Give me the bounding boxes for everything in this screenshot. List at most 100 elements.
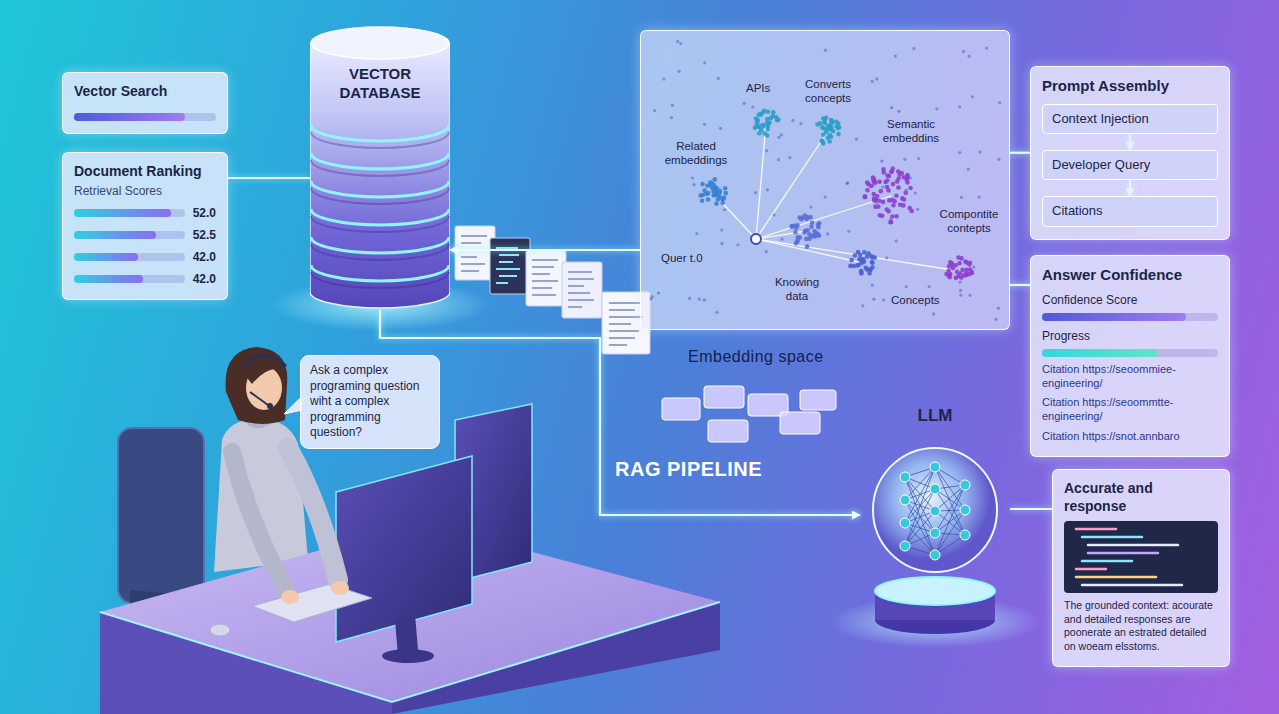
embedding-scatter [886, 188, 891, 193]
embedding-scatter [887, 174, 892, 179]
embedding-scatter [870, 265, 875, 270]
cluster-label: Knowing data [766, 275, 828, 304]
embedding-scatter [856, 263, 861, 268]
embedding-scatter [875, 77, 878, 80]
embedding-scatter [969, 270, 974, 275]
embedding-scatter [751, 105, 754, 108]
embedding-scatter [905, 173, 910, 178]
developer-arms [331, 581, 349, 595]
score-bar-track [74, 209, 185, 217]
embedding-scatter [908, 186, 913, 191]
embedding-scatter [717, 190, 722, 195]
embedding-scatter [892, 199, 897, 204]
data-cards [704, 386, 744, 408]
embedding-scatter [871, 80, 874, 83]
llm-sphere-art [900, 541, 910, 551]
embedding-scatter [830, 121, 835, 126]
embedding-scatter [985, 46, 988, 49]
embedding-scatter [827, 139, 832, 144]
embedding-scatter [824, 115, 829, 120]
embedding-scatter [657, 291, 660, 294]
embedding-scatter [870, 260, 875, 265]
embedding-scatter [695, 232, 698, 235]
score-bar-fill [74, 209, 171, 217]
embedding-scatter [878, 213, 883, 218]
code-lines [1082, 560, 1132, 563]
citation-link: Citation https://seoommtte-engineering/ [1042, 396, 1218, 424]
embedding-scatter [865, 254, 870, 259]
document-stack [526, 250, 566, 306]
embedding-scatter [855, 138, 858, 141]
embedding-scatter [958, 281, 961, 284]
embedding-scatter [809, 205, 812, 208]
developer-figure [250, 392, 268, 405]
embedding-scatter [872, 298, 875, 301]
prompt-step: Context Injection [1042, 104, 1218, 134]
embedding-scatter [802, 230, 807, 235]
metric-label: Confidence Score [1042, 293, 1218, 308]
embedding-scatter [834, 124, 839, 129]
data-cards [662, 398, 700, 420]
panel-title: Answer Confidence [1042, 266, 1218, 285]
embedding-scatter [910, 209, 915, 214]
developer-arms [281, 590, 299, 604]
developer-arms [288, 448, 338, 580]
document-stack [461, 236, 487, 271]
embedding-scatter [757, 131, 762, 136]
embedding-scatter [862, 250, 867, 255]
embedding-scatter [894, 194, 899, 199]
embedding-scatter [903, 158, 906, 161]
embedding-scatter [703, 123, 706, 126]
document-stack [455, 226, 495, 280]
cluster-label: Semantic embeddins [866, 117, 956, 146]
data-cards [780, 412, 820, 434]
embedding-scatter [896, 185, 901, 190]
embedding-scatter [958, 271, 963, 276]
embedding-scatter [901, 203, 906, 208]
embedding-scatter [905, 180, 910, 185]
embedding-scatter [877, 198, 882, 203]
embedding-scatter [948, 275, 953, 280]
search-panel: Vector Search [62, 72, 228, 134]
embedding-panel: APIsConverts conceptsRelated embeddingsS… [640, 30, 1010, 330]
embedding-scatter [719, 127, 722, 130]
embedding-scatter [756, 196, 891, 239]
embedding-scatter [968, 55, 971, 58]
embedding-scatter [873, 204, 878, 209]
embedding-scatter [824, 195, 827, 198]
embedding-scatter [881, 185, 884, 188]
embedding-scatter [818, 121, 823, 126]
embedding-scatter [917, 157, 920, 160]
llm-sphere-art [900, 472, 910, 482]
panel-title: Vector Search [74, 83, 216, 101]
embedding-scatter [716, 197, 721, 202]
document-stack [526, 250, 566, 306]
embedding-scatter [897, 172, 902, 177]
developer-figure [267, 403, 273, 409]
embedding-scatter [671, 104, 674, 107]
llm-sphere-art [930, 484, 940, 494]
prompt-step: Citations [1042, 196, 1218, 226]
embedding-scatter [834, 119, 839, 124]
embedding-scatter [820, 139, 825, 144]
embedding-scatter [977, 195, 980, 198]
embedding-scatter [871, 178, 876, 183]
cluster-label: Related embeddings [656, 139, 736, 168]
prompt-panel: Prompt AssemblyContext InjectionDevelope… [1030, 66, 1230, 240]
embedding-scatter [886, 209, 891, 214]
embedding-scatter [692, 183, 695, 186]
embedding-scatter [872, 196, 877, 201]
cylinder-shape [311, 132, 449, 148]
embedding-scatter [824, 49, 827, 52]
cylinder-shape [311, 27, 449, 59]
cluster-label: Converts concepts [793, 77, 863, 106]
embedding-scatter [772, 213, 775, 216]
embedding-scatter [799, 217, 804, 222]
cylinder-shape [311, 125, 449, 141]
embedding-scatter [808, 215, 813, 220]
embedding-scatter [688, 297, 691, 300]
embedding-scatter [717, 77, 720, 80]
cylinder-shape [311, 188, 449, 204]
cylinder-shape [311, 181, 449, 197]
